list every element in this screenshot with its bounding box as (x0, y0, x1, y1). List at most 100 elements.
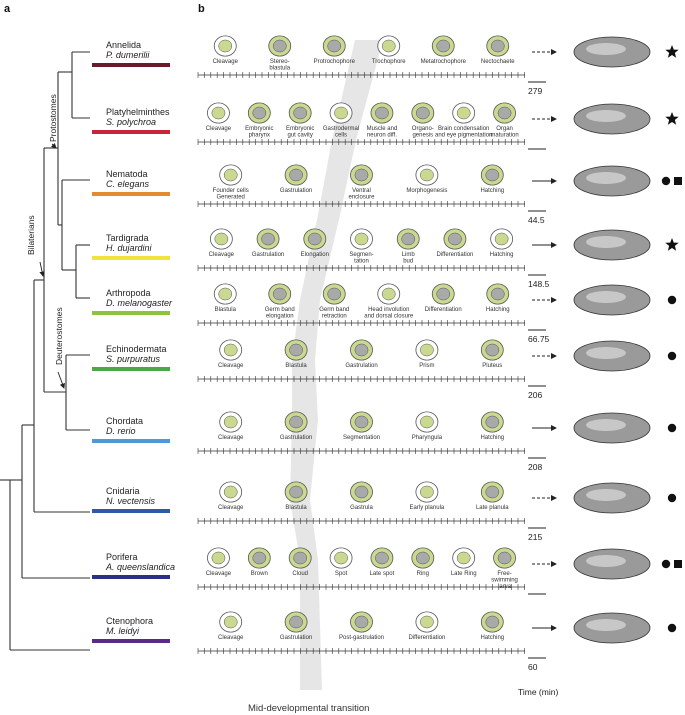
phylum-name: Tardigrada (106, 233, 149, 243)
embryo-inner (420, 485, 434, 499)
phylum-name: Porifera (106, 552, 138, 562)
embryo-inner (327, 287, 342, 301)
embryo-inner (223, 343, 238, 357)
stage-5: Hatching (480, 611, 504, 641)
embryo-inner (420, 415, 434, 429)
stage-6: Differentiation (436, 228, 473, 258)
adult-organism-highlight (586, 619, 626, 631)
stage-1: Cleavage (218, 481, 244, 511)
stage-3: Cloud (288, 547, 312, 577)
adult-organism-highlight (586, 236, 626, 248)
stage-label: genesis (412, 133, 433, 139)
stage-label: Cleavage (218, 363, 244, 369)
embryo-inner (214, 232, 229, 246)
timeline-ticks (197, 376, 525, 382)
embryo-inner (436, 39, 451, 53)
stage-label: Organ (496, 126, 513, 132)
embryo-inner (401, 232, 416, 246)
timeline-ticks (197, 139, 525, 145)
embryo-inner (218, 287, 233, 301)
embryo-inner (211, 106, 226, 120)
embryo-inner (334, 551, 348, 565)
adult-organism-highlight (586, 489, 626, 501)
circle-marker (661, 176, 671, 186)
stage-5: Metatrochophore (421, 35, 467, 65)
stage-label: Cleavage (218, 435, 244, 441)
stage-label: maturation (490, 133, 518, 139)
stage-label: Cleavage (213, 59, 239, 65)
phylum-name: Annelida (106, 40, 141, 50)
stage-label: Brown (251, 571, 268, 577)
star-marker (665, 112, 679, 125)
stage-6: Ring (411, 547, 435, 577)
stage-5: Pluteus (480, 339, 504, 369)
stage-label: Gastrula (350, 505, 373, 511)
stage-label: Cleavage (206, 571, 232, 577)
phylum-name: Ctenophora (106, 616, 153, 626)
stage-label: Segmentation (343, 435, 380, 441)
stage-1: Cleavage (218, 339, 244, 369)
clade-label-deuterostomes: Deuterostomes (54, 307, 64, 365)
stage-label: gut cavity (288, 133, 313, 139)
stage-7: Late Ring (451, 547, 477, 577)
panel-label-a: a (4, 3, 11, 15)
embryo-inner (415, 551, 430, 565)
stage-5: Late planula (476, 481, 509, 511)
stage-1: Cleavage (206, 547, 232, 577)
stage-6: Organo-genesis (411, 102, 435, 139)
stage-label: Hatching (480, 188, 504, 194)
stage-label: neuron diff. (367, 133, 397, 139)
time-axis-label: Time (min) (518, 687, 558, 697)
stage-label: Differentiation (425, 307, 462, 313)
stage-label: Cleavage (206, 126, 232, 132)
stage-label: Blastula (285, 505, 307, 511)
embryo-inner (354, 415, 369, 429)
stage-label: Cleavage (209, 252, 235, 258)
clade-arrows (39, 142, 65, 389)
stage-4: Prism (415, 339, 439, 369)
stage-label: Gastrulation (345, 363, 377, 369)
stage-label: Differentiation (408, 635, 445, 641)
species-color-bar (92, 439, 170, 443)
embryo-inner (448, 232, 462, 246)
stage-label: Muscle and (367, 126, 398, 132)
phylum-name: Cnidaria (106, 486, 140, 496)
embryo-inner (293, 551, 308, 565)
stage-label: Pluteus (482, 363, 502, 369)
species-color-bar (92, 192, 170, 196)
stage-label: Head involution (368, 307, 409, 313)
stage-2: Blastula (284, 339, 308, 369)
circle-marker (661, 559, 671, 569)
species-color-bar (92, 575, 170, 579)
stage-label: Nectochaete (481, 59, 515, 65)
stage-label: Blastula (215, 307, 237, 313)
timeline-ticks (197, 518, 525, 524)
stage-label: Gastrulation (252, 252, 284, 258)
stage-4: Differentiation (408, 611, 445, 641)
stage-4: Morphogenesis (406, 164, 447, 194)
scale-label: 60 (528, 662, 538, 672)
stage-label: Gastrulation (280, 635, 312, 641)
stage-label: enclosure (348, 195, 375, 201)
stage-6: Hatching (486, 283, 510, 313)
mid-developmental-band (290, 40, 383, 690)
stage-label: Differentiation (436, 252, 473, 258)
stage-label: Germ band (265, 307, 295, 313)
stage-2: Gastrulation (280, 411, 312, 441)
species-name: H. dujardini (106, 243, 153, 253)
phylum-name: Arthropoda (106, 288, 151, 298)
stage-5: Differentiation (425, 283, 462, 313)
embryo-inner (354, 343, 369, 357)
embryo-inner (354, 232, 369, 246)
timeline-ticks (197, 72, 525, 78)
adult-organism-highlight (586, 347, 626, 359)
species-color-bar (92, 509, 170, 513)
